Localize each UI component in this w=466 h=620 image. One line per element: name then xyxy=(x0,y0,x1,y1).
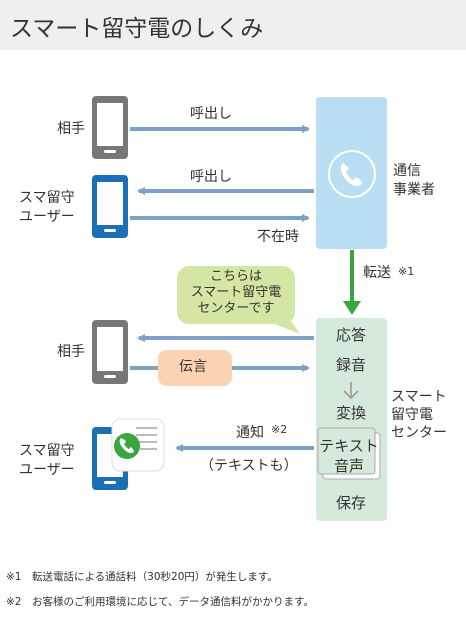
label-notify: 通知 xyxy=(236,425,264,441)
footnote-1: ※1 転送電話による通話料（30秒20円）が発生します。 xyxy=(6,571,278,583)
phone-icon-user-top xyxy=(92,175,128,238)
center-step-convert: 変換 xyxy=(335,404,366,422)
bubble-line1: こちらは xyxy=(209,269,262,284)
label-user-top-line2: ユーザー xyxy=(19,209,75,225)
center-label-line3: センター xyxy=(391,425,447,441)
center-step-respond: 応答 xyxy=(335,326,366,344)
message-tag xyxy=(158,350,232,386)
page-title: スマート留守電のしくみ xyxy=(10,16,264,42)
label-transfer-note: ※1 xyxy=(398,265,415,278)
carrier-label-line1: 通信 xyxy=(393,163,421,179)
label-notify-note: ※2 xyxy=(271,423,288,436)
convert-arrow-icon xyxy=(343,382,359,400)
label-transfer: 転送 xyxy=(363,265,391,281)
label-user-top-line1: スマ留守 xyxy=(19,190,75,206)
center-label-line2: 留守電 xyxy=(391,407,433,423)
transfer-arrow xyxy=(343,250,361,315)
bubble-line3: センターです xyxy=(197,301,275,316)
center-step-text: テキスト xyxy=(319,437,379,455)
label-aite-bottom: 相手 xyxy=(57,344,85,360)
label-notify-sub: （テキストも） xyxy=(200,458,298,474)
bubble-line2: スマート留守電 xyxy=(190,285,282,300)
label-message: 伝言 xyxy=(179,359,207,375)
label-absent: 不在時 xyxy=(257,229,299,245)
center-step-voice: 音声 xyxy=(333,457,364,475)
title-bar: スマート留守電のしくみ xyxy=(0,0,466,50)
label-aite-top: 相手 xyxy=(57,121,85,137)
center-label-line1: スマート xyxy=(391,389,447,405)
notification-app-icon xyxy=(111,418,165,472)
center-step-record: 録音 xyxy=(335,356,366,374)
label-call-in: 呼出し xyxy=(190,106,232,122)
label-call-out: 呼出し xyxy=(190,169,232,185)
speech-bubble xyxy=(177,266,300,334)
footnote-2: ※2 お客様のご利用環境に応じて、データ通信料がかかります。 xyxy=(6,596,314,608)
carrier-label-line2: 事業者 xyxy=(393,182,435,198)
carrier-box xyxy=(316,97,387,249)
label-user-bottom-line1: スマ留守 xyxy=(19,443,75,459)
phone-handset-icon xyxy=(328,150,376,198)
phone-icon-aite-top xyxy=(92,96,128,159)
output-page-front xyxy=(317,427,376,475)
center-step-save: 保存 xyxy=(335,494,366,512)
phone-icon-aite-bottom xyxy=(92,320,128,384)
label-user-bottom-line2: ユーザー xyxy=(19,462,75,478)
